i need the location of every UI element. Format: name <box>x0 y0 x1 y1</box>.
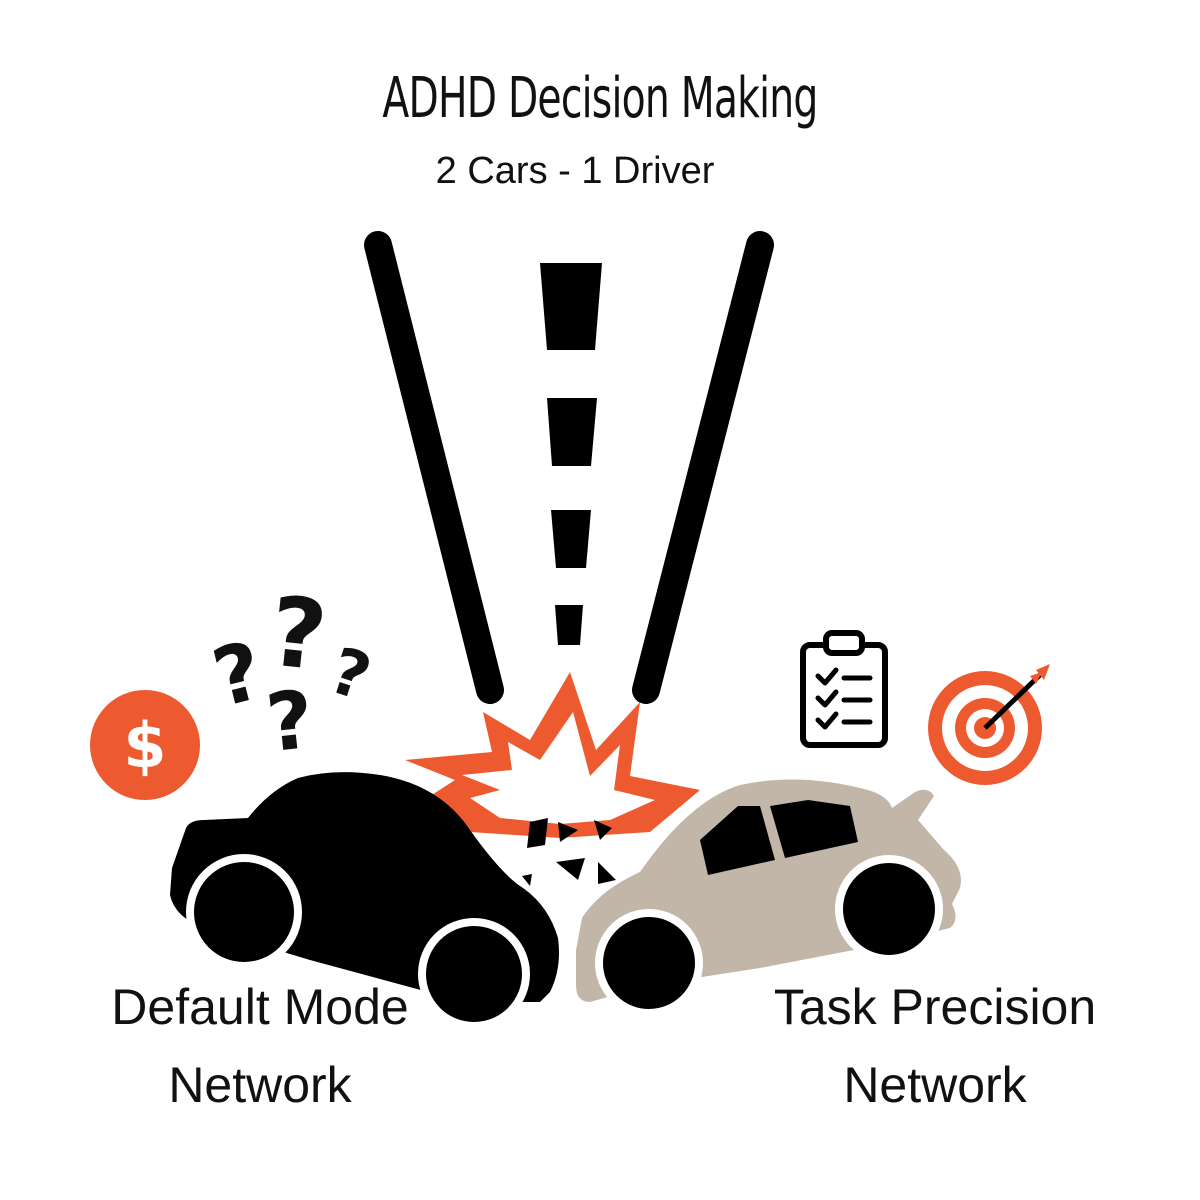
clipboard-checklist-icon <box>800 630 888 748</box>
target-arrow-icon <box>928 664 1050 785</box>
road-center-dashes <box>540 263 602 645</box>
task-precision-network-label: Task Precision Network <box>730 968 1140 1124</box>
dollar-symbol: $ <box>123 709 166 782</box>
diagram-title: ADHD Decision Making <box>382 66 818 131</box>
question-mark: ? <box>265 575 332 692</box>
debris-icon <box>522 818 616 886</box>
question-mark: ? <box>321 634 379 716</box>
road-right-edge <box>632 231 774 704</box>
question-mark: ? <box>262 673 318 770</box>
diagram-subtitle: 2 Cars - 1 Driver <box>435 150 715 192</box>
default-mode-network-label-line1: Default Mode <box>111 979 409 1035</box>
beige-car-icon <box>576 779 961 1017</box>
task-precision-network-label-line1: Task Precision <box>773 979 1097 1035</box>
road-icon <box>364 231 774 704</box>
question-marks-icon: ? ? ? ? <box>204 575 379 770</box>
default-mode-network-label-line2: Network <box>168 1057 352 1113</box>
collision-burst-icon <box>405 672 700 838</box>
dollar-coin-icon: $ <box>90 690 200 800</box>
black-car-icon <box>170 772 559 1030</box>
question-mark: ? <box>204 624 272 725</box>
default-mode-network-label: Default Mode Network <box>60 968 460 1124</box>
task-precision-network-label-line2: Network <box>843 1057 1027 1113</box>
road-left-edge <box>364 231 504 704</box>
